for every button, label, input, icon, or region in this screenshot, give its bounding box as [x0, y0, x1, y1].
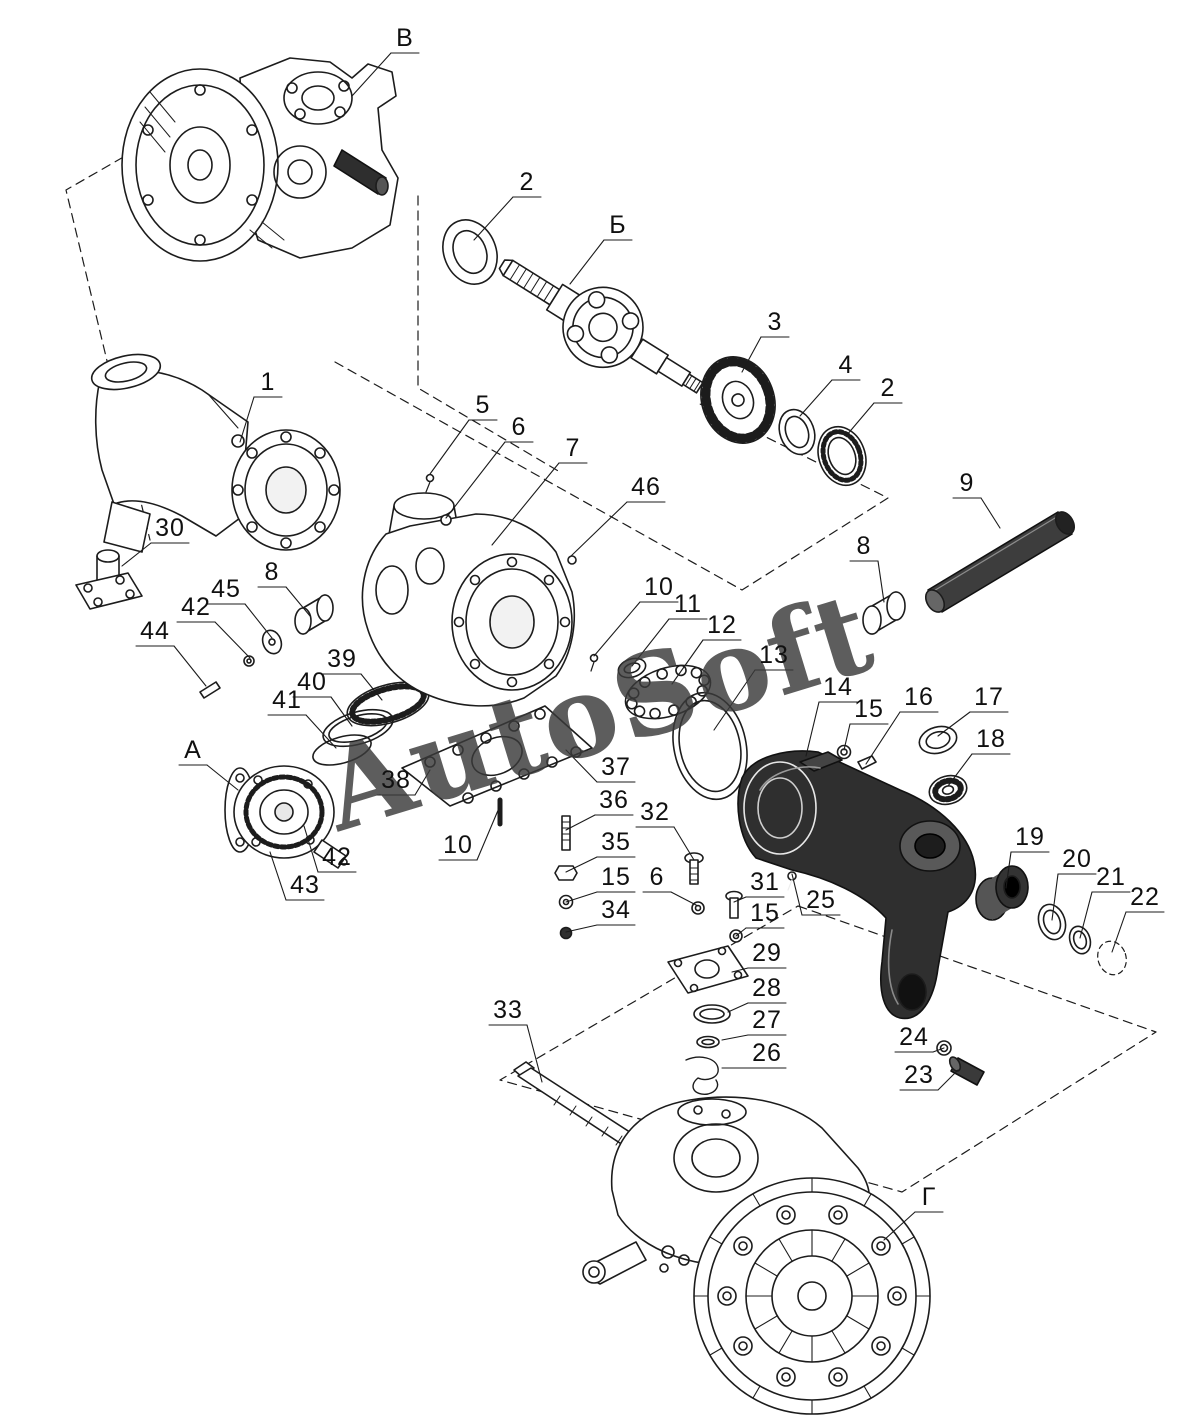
part-callout-n22: 22	[1130, 882, 1160, 911]
part-callout-n18: 18	[976, 724, 1006, 753]
part-small-fasteners-left	[199, 594, 334, 699]
part-ring-20	[1037, 903, 1067, 941]
part-callout-n33: 33	[493, 995, 523, 1024]
part-callout-n24: 24	[899, 1022, 929, 1051]
part-ring-40	[322, 708, 394, 748]
part-callout-n38: 38	[381, 765, 411, 794]
part-callout-n9: 9	[959, 468, 975, 497]
part-callout-n29: 29	[752, 938, 782, 967]
part-screw-10	[589, 653, 599, 672]
part-bearing-ring-4	[778, 408, 816, 456]
part-callout-n21: 21	[1096, 862, 1126, 891]
part-bolt-31	[725, 890, 743, 919]
part-callout-n15b: 15	[601, 862, 631, 891]
part-ball-cage-12	[624, 664, 712, 720]
part-callout-n42a: 42	[181, 592, 211, 621]
part-callout-n43: 43	[290, 870, 320, 899]
part-callout-n44: 44	[140, 616, 170, 645]
part-ring-17	[918, 725, 958, 755]
part-callout-n28: 28	[752, 973, 782, 1002]
part-callout-n6b: 6	[649, 862, 665, 891]
part-callout-n14: 14	[823, 672, 853, 701]
part-seal-ring-2-right	[817, 425, 867, 487]
part-ring-28	[693, 1004, 731, 1024]
part-callout-n36: 36	[599, 785, 629, 814]
part-callout-n31: 31	[750, 867, 780, 896]
part-drive-shaft-b	[498, 259, 704, 394]
part-callout-a: А	[184, 735, 202, 764]
part-ring-15-top	[836, 744, 852, 760]
part-callout-n15a: 15	[854, 694, 884, 723]
part-callout-n3: 3	[767, 307, 783, 336]
part-support-bracket-30	[75, 549, 143, 610]
part-callout-n5: 5	[475, 390, 491, 419]
callout-leader-lines	[121, 52, 1165, 1241]
part-callout-n30: 30	[155, 513, 185, 542]
part-wheel-reducer-a	[224, 765, 348, 869]
part-hub-assembly-g	[582, 1096, 931, 1415]
part-callout-n25: 25	[806, 885, 836, 914]
part-seal-19	[975, 865, 1029, 921]
part-callout-n40: 40	[297, 667, 327, 696]
part-ring-21	[1068, 925, 1092, 955]
part-callout-n35: 35	[601, 827, 631, 856]
part-seal-ring-2-upper	[442, 219, 498, 285]
part-pin-23	[948, 1056, 985, 1086]
part-bearing-plate-37	[401, 705, 593, 827]
part-kingpin-shaft-9	[924, 511, 1076, 613]
part-callout-n39: 39	[327, 644, 357, 673]
part-bushing-8-right	[862, 591, 906, 635]
part-callout-n2b: 2	[880, 373, 896, 402]
part-lock-wire-26	[685, 1056, 719, 1095]
part-callout-n46: 46	[631, 472, 661, 501]
part-callout-n4: 4	[838, 350, 854, 379]
part-final-drive-assembly-v	[121, 57, 399, 262]
part-ring-27	[696, 1035, 720, 1049]
part-callout-n11: 11	[674, 589, 702, 618]
part-cover-plate-29	[667, 945, 749, 994]
part-callout-n23: 23	[904, 1060, 934, 1089]
part-callout-n6a: 6	[511, 412, 527, 441]
part-callout-n8a: 8	[264, 557, 280, 586]
part-callout-g: Г	[921, 1182, 937, 1211]
part-callout-n27: 27	[752, 1005, 782, 1034]
part-callout-n45: 45	[211, 574, 241, 603]
part-knuckle-housing-7	[361, 473, 577, 707]
part-callout-n32: 32	[640, 797, 670, 826]
part-bearing-18	[928, 774, 968, 806]
part-bearing-11	[617, 657, 647, 679]
part-callout-n42b: 42	[322, 842, 352, 871]
part-callout-n10b: 10	[443, 830, 473, 859]
part-callout-n10a: 10	[644, 572, 674, 601]
part-bevel-gear-3	[700, 356, 776, 444]
part-callout-n2a: 2	[519, 167, 535, 196]
part-callout-n8b: 8	[856, 531, 872, 560]
part-callout-n34: 34	[601, 895, 631, 924]
part-large-ring-13	[672, 691, 748, 801]
part-ring-41	[312, 734, 372, 766]
part-callout-n41: 41	[272, 685, 302, 714]
part-callout-n7: 7	[565, 433, 581, 462]
part-callout-n16: 16	[904, 682, 934, 711]
part-axle-housing-1	[90, 353, 341, 553]
part-callout-n20: 20	[1062, 844, 1092, 873]
part-callout-n19: 19	[1015, 822, 1045, 851]
part-callout-b: Б	[609, 210, 627, 239]
part-callout-n37: 37	[601, 752, 631, 781]
part-phantom-ring-22	[1097, 940, 1127, 976]
part-callout-n12: 12	[707, 610, 737, 639]
part-callout-v: В	[396, 23, 414, 52]
part-callout-n13: 13	[759, 640, 789, 669]
part-steering-knuckle-14	[737, 750, 977, 1020]
part-callout-n17: 17	[974, 682, 1004, 711]
part-callout-n1: 1	[260, 367, 276, 396]
part-callout-n26: 26	[752, 1038, 782, 1067]
part-callout-n15c: 15	[750, 898, 780, 927]
